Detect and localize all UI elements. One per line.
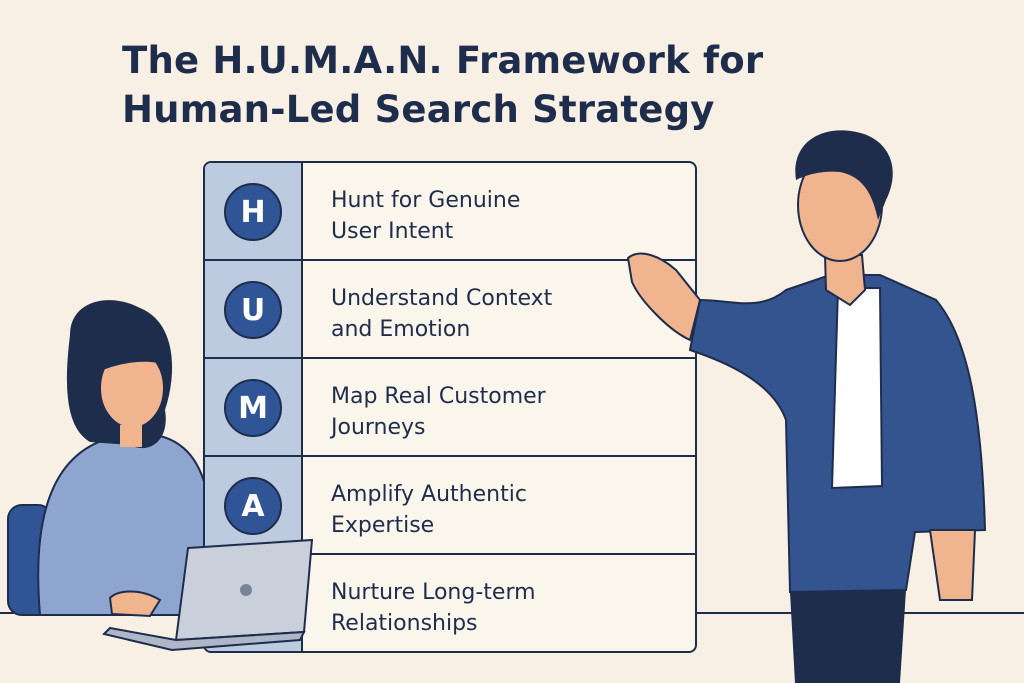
- item-line-2: and Emotion: [331, 317, 471, 342]
- framework-row-a: A Amplify Authentic Expertise: [205, 457, 695, 555]
- item-line-2: Relationships: [331, 611, 478, 636]
- framework-item-text: Understand Context and Emotion: [331, 283, 661, 345]
- woman-neck: [120, 425, 142, 447]
- item-line-2: Journeys: [331, 415, 426, 440]
- framework-item-text: Nurture Long-term Relationships: [331, 577, 661, 639]
- item-line-2: Expertise: [331, 513, 435, 538]
- page-title: The H.U.M.A.N. Framework for Human-Led S…: [122, 36, 763, 134]
- framework-item-text: Hunt for Genuine User Intent: [331, 185, 661, 247]
- framework-row-m: M Map Real Customer Journeys: [205, 359, 695, 457]
- laptop: [102, 538, 314, 652]
- man-figure: [626, 130, 987, 683]
- laptop-base: [102, 626, 306, 652]
- man-shirt: [830, 287, 884, 490]
- framework-item-text: Amplify Authentic Expertise: [331, 479, 661, 541]
- letter-badge-m: M: [224, 379, 282, 437]
- item-line-1: Map Real Customer: [331, 384, 546, 409]
- framework-row-n: Nurture Long-term Relationships: [205, 555, 695, 651]
- item-line-1: Amplify Authentic: [331, 482, 527, 507]
- man-hand: [626, 252, 702, 342]
- item-line-1: Understand Context: [331, 286, 553, 311]
- woman-hand: [108, 590, 162, 618]
- framework-row-u: U Understand Context and Emotion: [205, 261, 695, 359]
- framework-item-text: Map Real Customer Journeys: [331, 381, 661, 443]
- item-line-1: Hunt for Genuine: [331, 188, 521, 213]
- item-line-2: User Intent: [331, 219, 454, 244]
- letter-badge-u: U: [224, 281, 282, 339]
- letter-badge-a: A: [224, 477, 282, 535]
- laptop-logo: [240, 584, 252, 596]
- man-pants: [790, 590, 906, 683]
- item-line-1: Nurture Long-term: [331, 580, 536, 605]
- framework-row-h: H Hunt for Genuine User Intent: [205, 163, 695, 261]
- woman-bangs: [98, 346, 168, 372]
- title-line-2: Human-Led Search Strategy: [122, 88, 715, 131]
- man-hair: [795, 130, 893, 220]
- title-line-1: The H.U.M.A.N. Framework for: [122, 39, 764, 82]
- letter-badge-h: H: [224, 183, 282, 241]
- man-left-hand: [928, 529, 977, 601]
